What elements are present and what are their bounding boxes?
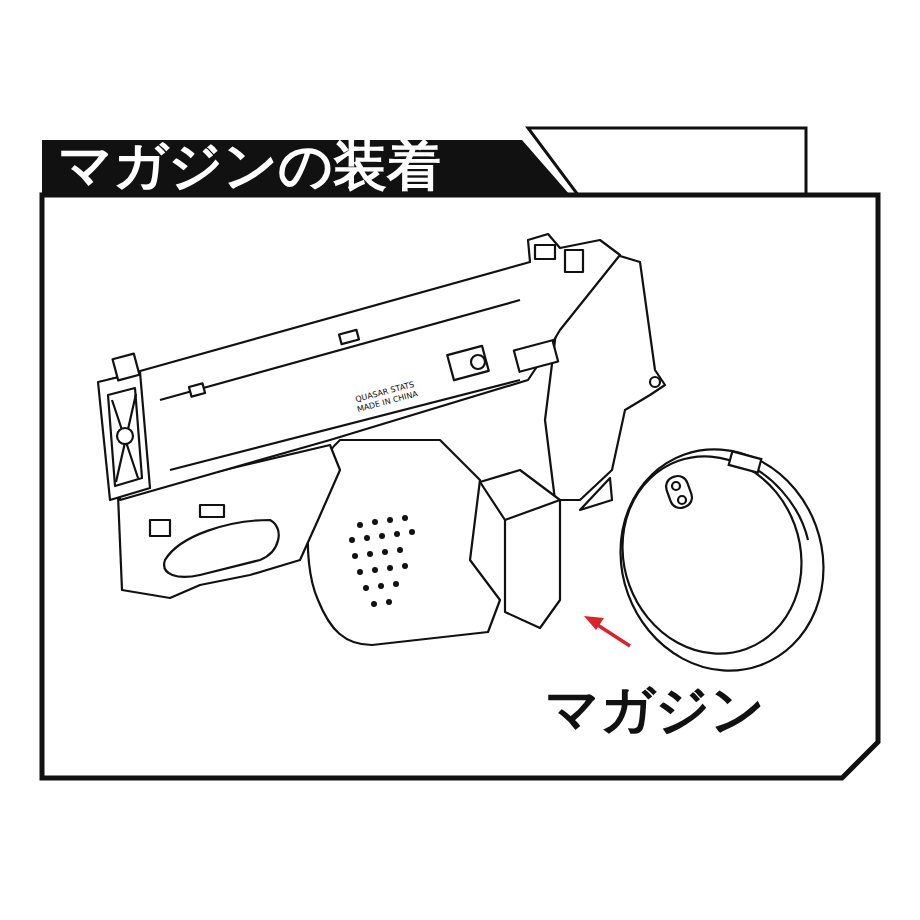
drum-feed [729, 451, 762, 472]
muzzle-inner [108, 388, 142, 486]
slide-slot [339, 330, 359, 344]
drum-lock [663, 473, 695, 511]
frame-detail [150, 520, 170, 536]
slide-slot [189, 383, 205, 396]
rear-sight [535, 245, 555, 259]
trigger-guard [164, 520, 279, 577]
blaster-drawing [98, 234, 665, 645]
drum-face [595, 431, 829, 679]
muzzle-dot [117, 428, 133, 444]
muzzle-face [98, 372, 150, 500]
slide [108, 234, 620, 500]
panel-frame [42, 195, 878, 778]
drum-outer [590, 421, 855, 700]
frame-detail [200, 505, 224, 517]
slide-line [160, 300, 520, 400]
drum-hole [672, 482, 680, 490]
drum-magazine [590, 421, 855, 700]
slide-line [170, 380, 520, 470]
part-label: マガジン [545, 676, 765, 744]
selector [447, 346, 489, 380]
magazine-well [480, 470, 560, 628]
muzzle-line [112, 400, 138, 478]
rear-pin [650, 377, 660, 387]
pointer-arrow [584, 616, 630, 646]
muzzle-line [116, 394, 136, 482]
drum-rim [735, 460, 808, 540]
grip-texture [349, 515, 415, 607]
drum-hole [678, 496, 686, 504]
rear-vent [580, 478, 612, 510]
latch [514, 340, 558, 372]
title-text: マガジンの装着 [58, 136, 441, 195]
selector-knob [471, 355, 485, 369]
rear-block [565, 250, 583, 272]
title-tab [528, 128, 806, 195]
front-sight [113, 354, 140, 381]
well-edge [505, 500, 560, 520]
